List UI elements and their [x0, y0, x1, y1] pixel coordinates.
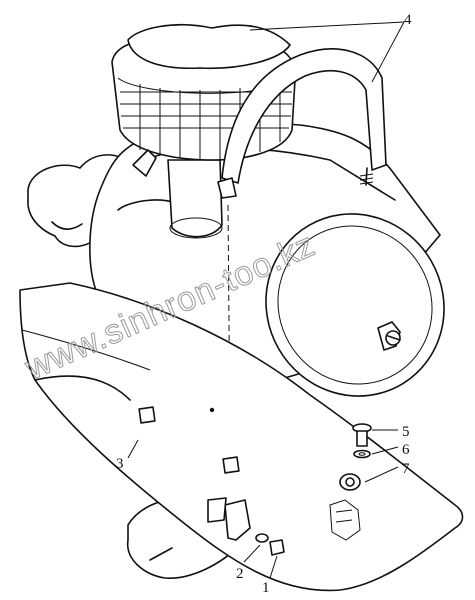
- bolt: [352, 423, 372, 447]
- callout-1: 1: [262, 580, 270, 596]
- clamp-strap: [132, 48, 387, 199]
- callout-3: 3: [116, 456, 124, 472]
- callout-2: 2: [236, 566, 244, 582]
- mounting-bracket: [207, 497, 251, 541]
- small-bolt: [269, 539, 285, 556]
- callout-7: 7: [402, 461, 410, 477]
- callout-4: 4: [404, 12, 412, 28]
- intake-pipe: [167, 159, 223, 239]
- callout-6: 6: [402, 442, 410, 458]
- callout-5: 5: [402, 424, 410, 440]
- leader-lines: [127, 21, 405, 579]
- guard-shield: [19, 282, 464, 592]
- wing-nut: [377, 321, 401, 351]
- washer: [353, 449, 371, 459]
- small-washer: [255, 533, 269, 543]
